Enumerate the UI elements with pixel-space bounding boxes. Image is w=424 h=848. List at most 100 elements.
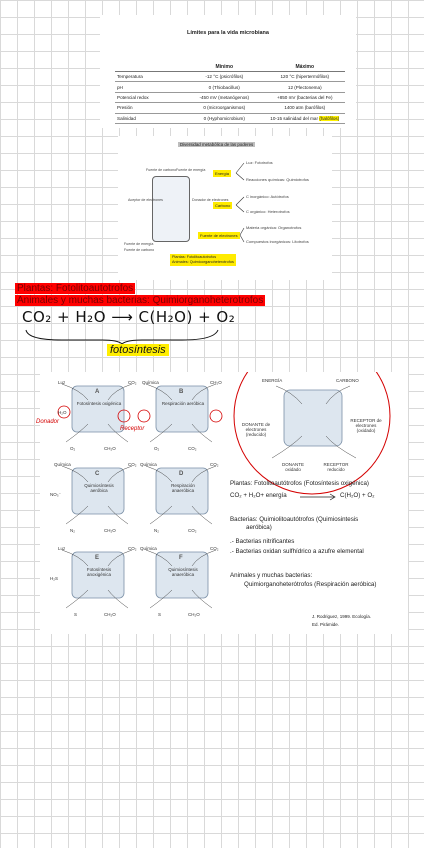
summary-note: Plantas: Fotolitoautotrofos Animales: Qu… bbox=[170, 254, 236, 266]
table-header: Mínimo bbox=[184, 63, 265, 72]
metabolism-figure: A Fotosíntesis oxigénica Luz CO₂ H₂O O₂ … bbox=[36, 372, 408, 634]
diagram-label: Fuente de carbono bbox=[146, 168, 177, 172]
table-title: Límites para la vida microbiana bbox=[187, 30, 269, 36]
table-cell: Salinidad bbox=[115, 113, 184, 124]
handwritten-equation: CO₂ + H₂O ⟶ C(H₂O) + O₂ fotosíntesis bbox=[22, 308, 235, 364]
credit-line: J. Rodriguez, 1999. Ecología. bbox=[312, 614, 372, 619]
block-carbon-label: CO₂ bbox=[210, 546, 219, 551]
diversity-line: Compuestos inorgánicos: Litotrofos bbox=[246, 239, 309, 244]
salinity-max: 10-15 salinidad del mar bbox=[270, 115, 319, 121]
block-energy-label: Luz bbox=[58, 546, 66, 551]
general-donor-label: DONANTE de electrones (reducido) bbox=[241, 422, 271, 437]
block-output-label: S bbox=[158, 612, 162, 617]
block-donor-label: H₂S bbox=[50, 576, 58, 581]
donador-annotation: Donador bbox=[36, 419, 60, 425]
block-output-label: CH₂O bbox=[104, 612, 116, 617]
block-letter: A bbox=[95, 389, 100, 395]
block-output-label: O₂ bbox=[70, 446, 76, 451]
electron-source-box: Fuente de electrones bbox=[198, 232, 240, 239]
bacteria-item: .- Bacterias oxidan sulfhídrico a azufre… bbox=[230, 548, 364, 555]
diversity-line: C orgánico: Heterotrofos bbox=[246, 209, 290, 214]
block-letter: D bbox=[179, 471, 184, 477]
general-carbon-label: CARBONO bbox=[336, 378, 359, 383]
block-carbon-label: CH₂O bbox=[210, 380, 222, 385]
block-energy-label: Química bbox=[142, 380, 159, 385]
summary-note-line: Plantas: Fotolitoautotrofos bbox=[172, 255, 217, 259]
diversity-title: Diversidad metabólica de las poderes bbox=[178, 142, 256, 147]
block-donor-label: H₂O bbox=[58, 410, 67, 415]
table-row: Potencial redox -450 mV (metanógenos) +8… bbox=[115, 92, 345, 104]
block-carbon-label: CO₂ bbox=[128, 462, 137, 467]
equation-text: CO₂ + H₂O ⟶ C(H₂O) + O₂ bbox=[22, 308, 236, 326]
block-energy-label: Química bbox=[140, 546, 157, 551]
table-cell: Presión bbox=[115, 102, 184, 114]
carbon-box: Carbono bbox=[213, 202, 233, 209]
energy-box: Energía bbox=[213, 170, 232, 177]
table-cell: Potencial redox bbox=[115, 92, 184, 104]
block-letter: C bbox=[95, 471, 100, 477]
table-cell: 0 (Hyphomicrobium) bbox=[184, 113, 265, 124]
block-donor-label: NO₃⁻ bbox=[50, 492, 61, 497]
metabolic-diversity-card: Diversidad metabólica de las poderes Fue… bbox=[118, 136, 332, 280]
table-cell: Temperatura bbox=[115, 71, 184, 83]
block-output-label: O₂ bbox=[154, 446, 160, 451]
block-carbon-label: CO₂ bbox=[210, 462, 219, 467]
bacteria-item: .- Bacterias nitrificantes bbox=[230, 538, 295, 545]
block-output-label: CH₂O bbox=[104, 446, 116, 451]
block-output-label: N₂ bbox=[70, 528, 75, 533]
plants-line: Plantas: Fotolitoautótrofos (Fotosíntesi… bbox=[230, 480, 369, 487]
block-process: Fotosíntesis oxigénica bbox=[76, 401, 122, 406]
credit-line: Ed. Pirámide. bbox=[312, 622, 340, 627]
diagram-label: Fuente de carbono bbox=[124, 248, 155, 252]
equation-left: CO₂ + H₂O+ energía bbox=[230, 492, 287, 499]
block-process: Quimiosíntesis anaeróbica bbox=[168, 567, 198, 577]
diversity-line: Reacciones químicas: Quimiotrofos bbox=[246, 177, 309, 182]
block-output-label: CH₂O bbox=[188, 612, 200, 617]
general-donor-oxidized: DONANTE oxidado bbox=[281, 462, 304, 472]
table-cell: 10-15 salinidad del mar (halófilos) bbox=[264, 113, 345, 124]
table-header: Máximo bbox=[264, 63, 345, 72]
limits-table: Mínimo Máximo Temperatura -12 °C (psicró… bbox=[115, 63, 345, 124]
table-header bbox=[115, 63, 184, 72]
block-process: Fotosíntesis anoxigénica bbox=[86, 567, 112, 577]
block-energy-label: Química bbox=[54, 462, 71, 467]
table-cell: pH bbox=[115, 81, 184, 93]
block-process: Quimiosíntesis aeróbica bbox=[84, 483, 114, 493]
red-circle-annotation bbox=[233, 372, 391, 495]
diversity-line: Materia orgánica: Organotrofos bbox=[246, 225, 302, 230]
block-output-label: N₂ bbox=[154, 528, 159, 533]
table-cell: 1400 atm (barófilos) bbox=[264, 102, 345, 114]
block-letter: B bbox=[179, 389, 184, 395]
general-energy-label: ENERGÍA bbox=[262, 378, 283, 383]
table-row: Presión 0 (microorganismos) 1400 atm (ba… bbox=[115, 102, 345, 114]
block-carbon-label: CO₂ bbox=[128, 546, 137, 551]
animals-line-2: Quimiorganoheterótrofos (Respiración aer… bbox=[244, 581, 377, 588]
diagram-label: Fuente de energía bbox=[176, 168, 206, 172]
figure-drawing bbox=[57, 372, 391, 609]
block-process: Respiración anaeróbica bbox=[171, 483, 195, 493]
general-receptor-reduced: RECEPTOR reducido bbox=[323, 462, 349, 472]
red-note-plants: Plantas: Fotolitoautotrofos bbox=[15, 283, 136, 294]
block-letter: E bbox=[95, 555, 100, 561]
diversity-line: C inorgánico: Autótrofos bbox=[246, 194, 289, 199]
halophiles-highlight: (halófilos) bbox=[319, 115, 340, 121]
block-letter: F bbox=[179, 555, 183, 561]
table-row: Temperatura -12 °C (psicrófilos) 120 °C … bbox=[115, 71, 345, 83]
diagram-label: Aceptor de electrones bbox=[128, 198, 163, 202]
block-output-label: CO₂ bbox=[188, 446, 197, 451]
block-carbon-label: CO₂ bbox=[128, 380, 137, 385]
table-cell: 120 °C (hipertermófilos) bbox=[264, 71, 345, 83]
block-process: Respiración aeróbica bbox=[161, 401, 205, 406]
table-cell: 0 (Thiobacillus) bbox=[184, 81, 265, 93]
photosynthesis-label: fotosíntesis bbox=[107, 344, 169, 356]
receptor-annotation: Receptor bbox=[120, 426, 145, 432]
bracket-lines bbox=[235, 162, 245, 243]
table-row: pH 0 (Thiobacillus) 12 (Plectonema) bbox=[115, 81, 345, 93]
cell-diagram-shape bbox=[152, 176, 190, 242]
equation-arrow bbox=[300, 493, 336, 501]
block-energy-label: Luz bbox=[58, 380, 66, 385]
table-cell: 12 (Plectonema) bbox=[264, 81, 345, 93]
limits-table-card: Límites para la vida microbiana Mínimo M… bbox=[100, 15, 356, 128]
table-cell: -450 mV (metanógenos) bbox=[184, 92, 265, 104]
table-cell: +850 mV (bacterias del Fe) bbox=[264, 92, 345, 104]
